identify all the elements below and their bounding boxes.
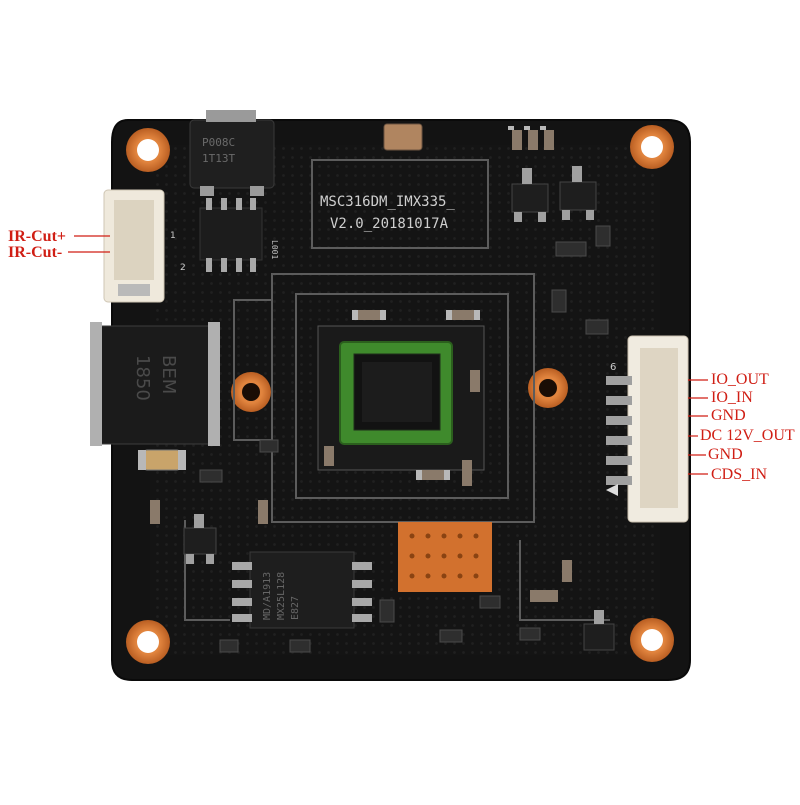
ir-cut-minus-label: IR-Cut-: [8, 244, 63, 261]
ir-cut-connector: 1 2: [103, 189, 186, 303]
driver-chip: [199, 198, 263, 272]
mounting-hole: [630, 125, 674, 169]
power-inductor: BEM 1850: [90, 322, 220, 446]
io-in-label: IO_IN: [711, 389, 753, 406]
transistor: [511, 168, 549, 222]
regulator-chip: P008C 1T13T: [189, 110, 275, 196]
transistor: [583, 610, 615, 651]
dc-12v-out-label: DC 12V_OUT: [700, 427, 795, 444]
pin-number: 6: [610, 362, 616, 373]
lens-mount-hole: [528, 368, 568, 408]
flash-marking: MX25L128: [276, 572, 287, 620]
flash-marking: MD/A1913: [262, 572, 273, 620]
small-chip-marking: L001: [270, 240, 279, 259]
transistor: [559, 166, 597, 220]
io-connector: 6: [606, 335, 689, 523]
flash-chip: MD/A1913 MX25L128 E827: [232, 551, 372, 629]
smd-components: [150, 126, 611, 653]
capacitor: [383, 123, 423, 151]
gnd-label: GND: [708, 446, 743, 463]
io-out-label: IO_OUT: [711, 371, 769, 388]
lens-mount-hole: [231, 372, 271, 412]
gnd-label: GND: [711, 407, 746, 424]
inductor-marking: BEM: [158, 355, 179, 394]
board-model-text: MSC316DM_IMX335_: [320, 194, 455, 210]
capacitor: [143, 449, 181, 471]
mounting-hole: [126, 620, 170, 664]
pin-number: 2: [180, 263, 186, 273]
pin-number: 1: [170, 231, 176, 241]
inductor-marking: 1850: [132, 355, 153, 401]
flash-marking: E827: [290, 596, 301, 620]
ir-cut-plus-label: IR-Cut+: [8, 228, 67, 245]
regulator-marking: 1T13T: [202, 152, 235, 165]
regulator-marking: P008C: [202, 136, 235, 149]
transistor: [183, 514, 217, 564]
cds-in-label: CDS_IN: [711, 466, 768, 483]
board-version-text: V2.0_20181017A: [330, 216, 449, 232]
image-sensor: [317, 325, 485, 471]
mounting-hole: [126, 128, 170, 172]
mounting-hole: [630, 618, 674, 662]
